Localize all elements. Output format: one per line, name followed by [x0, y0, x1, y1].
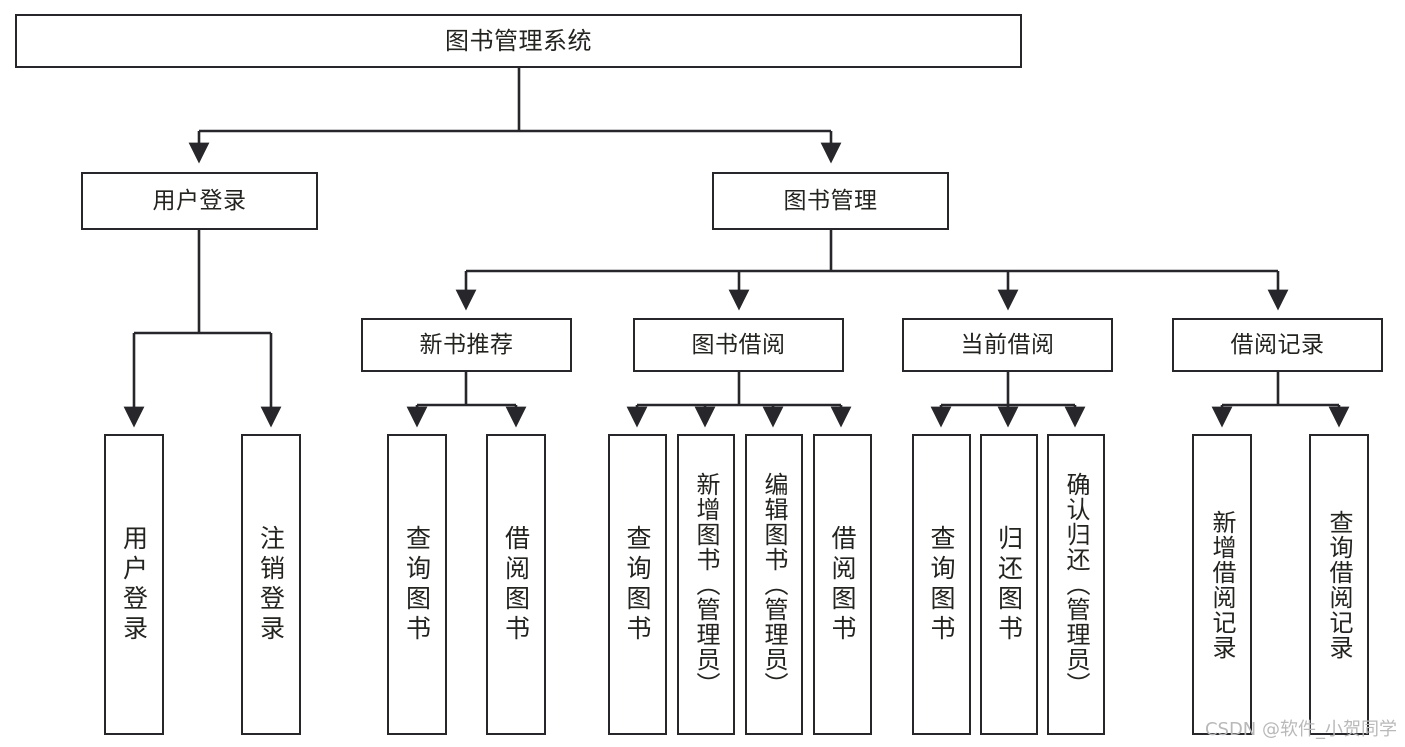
node-label: 确认归还（管理员）	[1062, 472, 1090, 697]
node-label: 借阅图书	[501, 524, 531, 645]
leaf-book-borrow-add-book-admin[interactable]: 新增图书（管理员）	[677, 434, 735, 735]
node-label: 图书管理系统	[445, 27, 592, 55]
node-label: 查询图书	[927, 524, 956, 645]
leaf-borrow-record-add-record[interactable]: 新增借阅记录	[1192, 434, 1252, 735]
node-label: 用户登录	[119, 524, 149, 645]
leaf-book-borrow-query-book[interactable]: 查询图书	[608, 434, 667, 735]
node-new-book-recommend[interactable]: 新书推荐	[361, 318, 572, 372]
leaf-current-borrow-confirm-return-admin[interactable]: 确认归还（管理员）	[1047, 434, 1105, 735]
node-label: 注销登录	[256, 524, 286, 645]
node-book-borrow[interactable]: 图书借阅	[633, 318, 844, 372]
leaf-borrow-record-query-record[interactable]: 查询借阅记录	[1309, 434, 1369, 735]
node-user-login[interactable]: 用户登录	[81, 172, 318, 230]
node-label: 查询借阅记录	[1325, 509, 1353, 660]
leaf-user-login-login[interactable]: 用户登录	[104, 434, 164, 735]
node-label: 归还图书	[994, 524, 1024, 645]
node-label: 当前借阅	[960, 331, 1055, 358]
leaf-current-borrow-return-book[interactable]: 归还图书	[980, 434, 1038, 735]
leaf-book-borrow-borrow-book[interactable]: 借阅图书	[813, 434, 872, 735]
node-current-borrow[interactable]: 当前借阅	[902, 318, 1113, 372]
node-label: 图书管理	[783, 187, 878, 214]
node-label: 用户登录	[152, 187, 247, 214]
node-root-book-management-system[interactable]: 图书管理系统	[15, 14, 1022, 68]
node-label: 借阅图书	[828, 524, 857, 645]
leaf-new-book-query-book[interactable]: 查询图书	[387, 434, 447, 735]
node-borrow-record[interactable]: 借阅记录	[1172, 318, 1383, 372]
node-label: 编辑图书（管理员）	[760, 472, 788, 697]
leaf-book-borrow-edit-book-admin[interactable]: 编辑图书（管理员）	[745, 434, 803, 735]
node-label: 图书借阅	[691, 331, 786, 358]
leaf-user-login-logout[interactable]: 注销登录	[241, 434, 301, 735]
node-label: 新增借阅记录	[1208, 509, 1236, 660]
leaf-new-book-borrow-book[interactable]: 借阅图书	[486, 434, 546, 735]
node-label: 查询图书	[623, 524, 652, 645]
node-label: 新增图书（管理员）	[692, 472, 720, 697]
leaf-current-borrow-query-book[interactable]: 查询图书	[912, 434, 971, 735]
node-book-management[interactable]: 图书管理	[712, 172, 949, 230]
csdn-watermark: CSDN @软件_小贺同学	[1204, 719, 1397, 740]
node-label: 新书推荐	[419, 331, 514, 358]
node-label: 查询图书	[402, 524, 432, 645]
node-label: 借阅记录	[1230, 331, 1325, 358]
